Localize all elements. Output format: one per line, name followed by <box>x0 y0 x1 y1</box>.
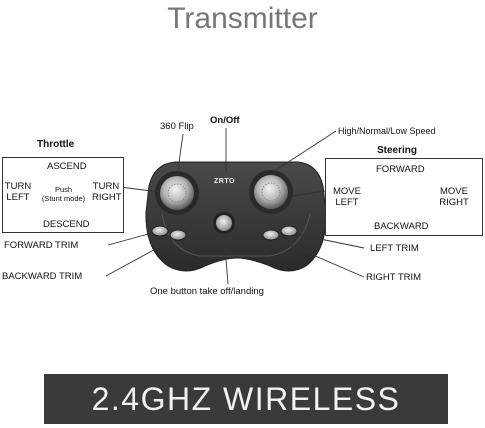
steering-forward: FORWARD <box>376 164 425 175</box>
page-title: Transmitter <box>167 2 318 35</box>
steering-backward: BACKWARD <box>374 221 429 232</box>
forward-trim-label: FORWARD TRIM <box>4 240 79 251</box>
throttle-turn-right: TURN RIGHT <box>92 181 122 203</box>
flip-label: 360 Flip <box>160 121 194 132</box>
left-trim-button <box>262 229 280 241</box>
throttle-push: Push (Stunt mode) <box>41 185 86 203</box>
steering-move-right: MOVE RIGHT <box>439 186 469 208</box>
backward-trim-label: BACKWARD TRIM <box>2 271 83 282</box>
throttle-heading: Throttle <box>37 139 75 150</box>
right-trim-button <box>280 225 298 237</box>
takeoff-landing-label: One button take off/landing <box>150 286 264 297</box>
steering-box <box>325 158 483 236</box>
throttle-turn-left: TURN LEFT <box>4 181 32 203</box>
forward-trim-button <box>151 225 169 237</box>
steering-move-left: MOVE LEFT <box>333 186 361 208</box>
on-off-label: On/Off <box>210 115 240 126</box>
throttle-box <box>2 157 124 233</box>
brand-logo: ZRTO <box>214 178 235 185</box>
steering-heading: Steering <box>377 145 418 156</box>
left-trim-label: LEFT TRIM <box>370 243 419 254</box>
backward-trim-button <box>169 229 187 241</box>
right-trim-label: RIGHT TRIM <box>366 272 422 283</box>
throttle-ascend: ASCEND <box>47 161 87 172</box>
speed-label: High/Normal/Low Speed <box>338 126 436 136</box>
wireless-banner: 2.4GHZ WIRELESS <box>44 374 448 424</box>
throttle-descend: DESCEND <box>43 219 90 230</box>
